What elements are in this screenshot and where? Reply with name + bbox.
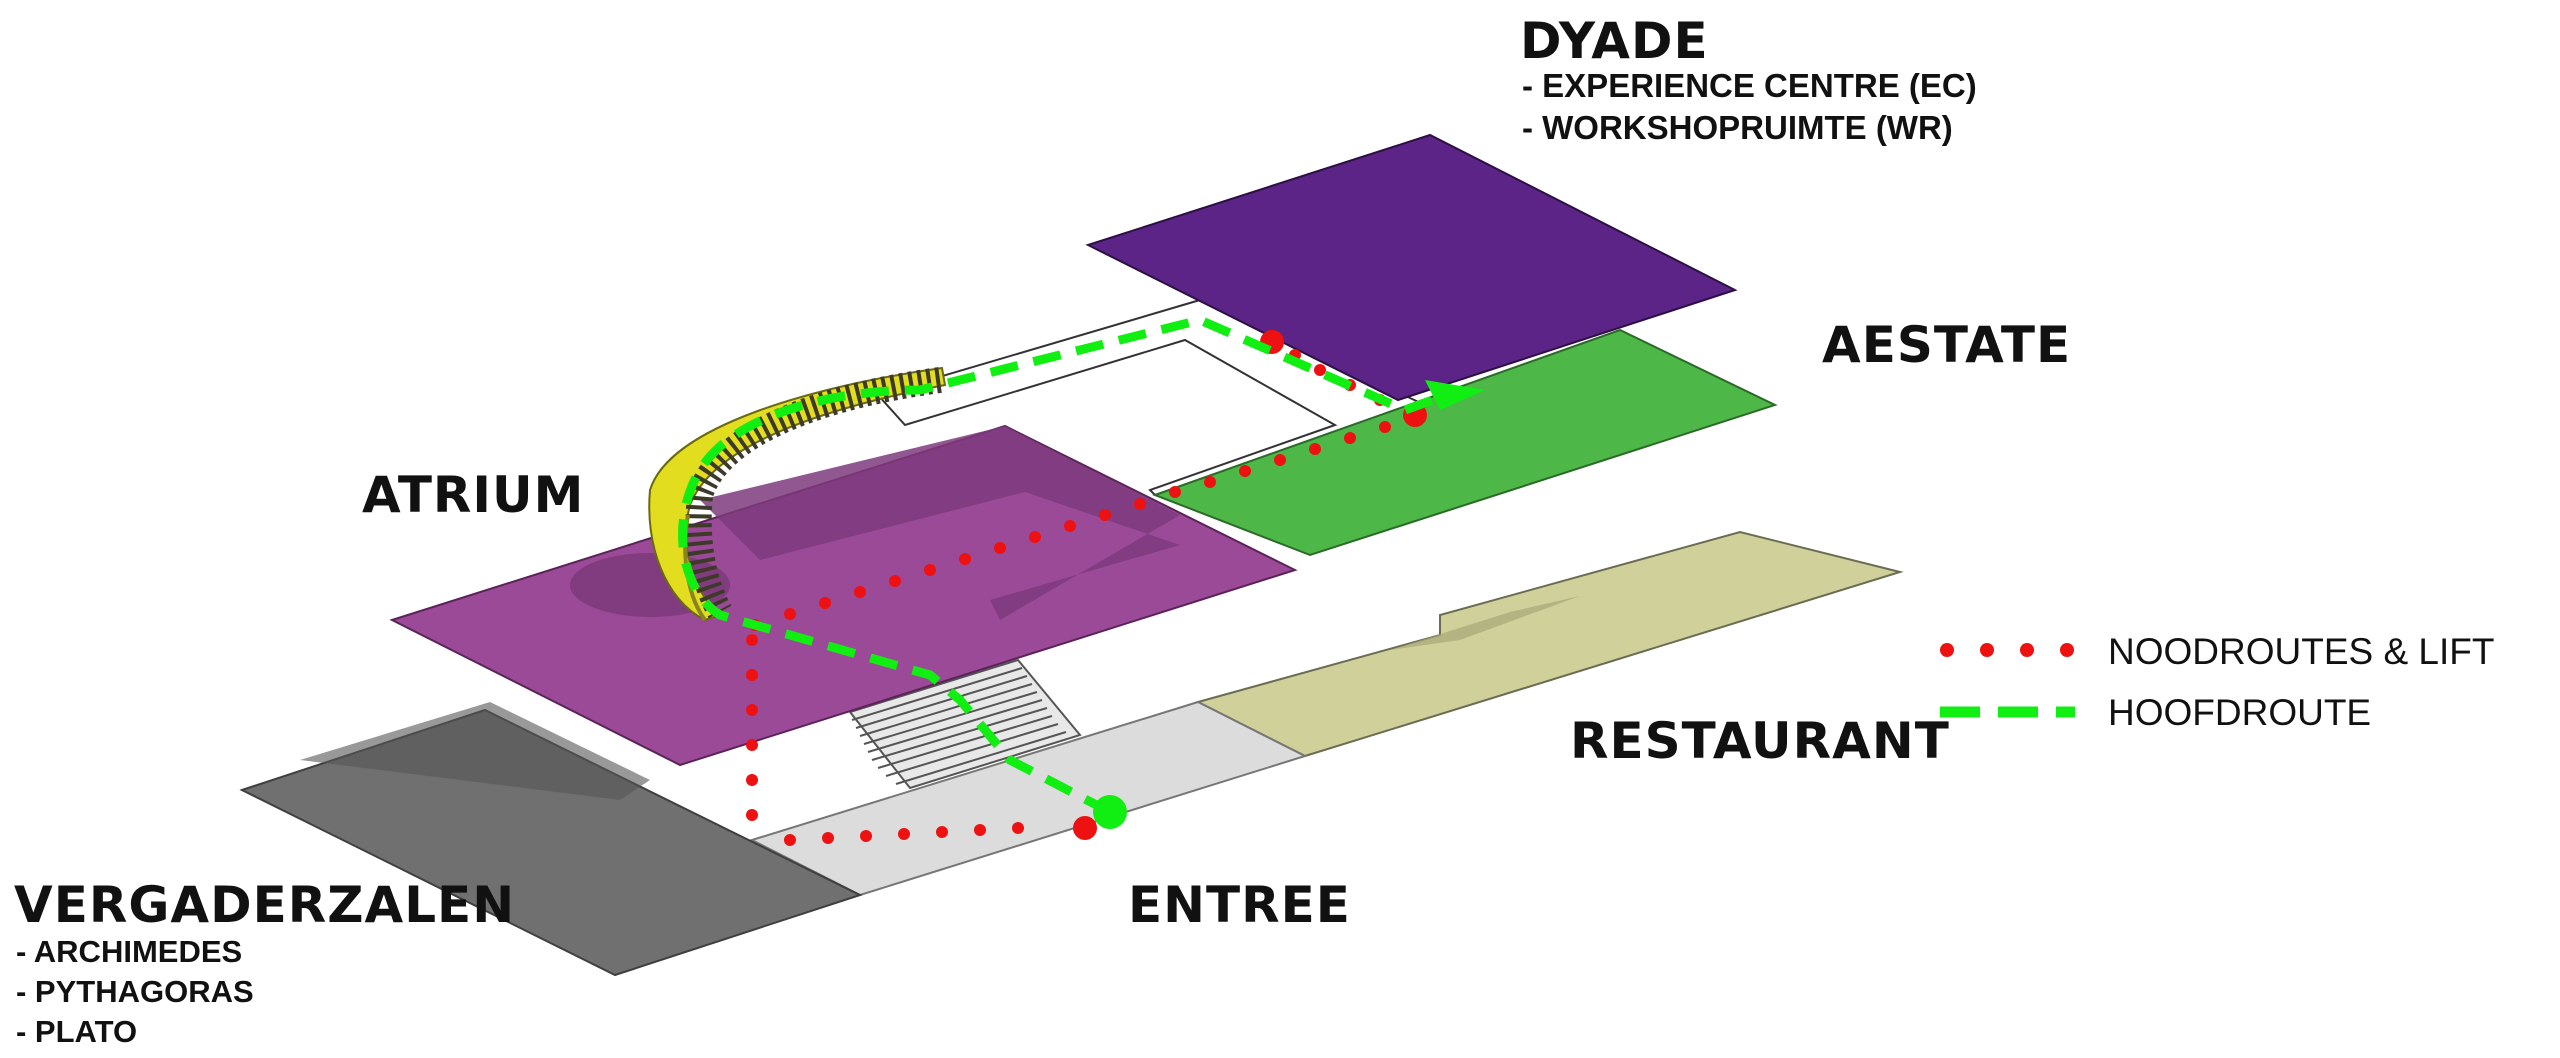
upper-floor <box>1085 133 1778 557</box>
restaurant-title: RESTAURANT <box>1570 712 1950 770</box>
main-route-start <box>1093 795 1127 829</box>
label-dyade: DYADE - EXPERIENCE CENTRE (EC) - WORKSHO… <box>1520 12 1977 146</box>
restaurant-shadow <box>1390 596 1580 650</box>
atrium-title: ATRIUM <box>362 466 584 524</box>
dyade-item-2: - WORKSHOPRUIMTE (WR) <box>1522 109 1953 146</box>
aestate-title: AESTATE <box>1822 316 2071 374</box>
dyade-title: DYADE <box>1520 12 1709 70</box>
vergaderzalen-item-3: - PLATO <box>16 1014 137 1049</box>
legend-main: HOOFDROUTE <box>1940 692 2371 733</box>
ground-stairs <box>848 658 1082 790</box>
vergaderzalen-title: VERGADERZALEN <box>14 876 515 934</box>
dyade-item-1: - EXPERIENCE CENTRE (EC) <box>1522 67 1977 104</box>
legend: NOODROUTES & LIFT HOOFDROUTE <box>1940 631 2494 733</box>
dyade-area <box>1085 133 1738 402</box>
ground-floor <box>239 530 1904 977</box>
entree-title: ENTREE <box>1128 876 1351 934</box>
emergency-route <box>746 330 1427 846</box>
label-vergaderzalen: VERGADERZALEN - ARCHIMEDES - PYTHAGORAS … <box>14 876 515 1049</box>
legend-main-label: HOOFDROUTE <box>2108 692 2371 733</box>
main-route-arrow <box>1425 380 1485 410</box>
main-route <box>678 315 1462 816</box>
atrium-gallery <box>700 426 1180 620</box>
legend-emergency-label: NOODROUTES & LIFT <box>2108 631 2494 672</box>
legend-emergency-swatch <box>1940 643 2074 657</box>
legend-emergency: NOODROUTES & LIFT <box>1940 631 2494 672</box>
vergaderzalen-item-2: - PYTHAGORAS <box>16 974 254 1009</box>
aestate-area <box>1152 328 1778 557</box>
vergaderzalen-item-1: - ARCHIMEDES <box>16 934 242 969</box>
vergaderzalen-shadow <box>300 702 650 800</box>
